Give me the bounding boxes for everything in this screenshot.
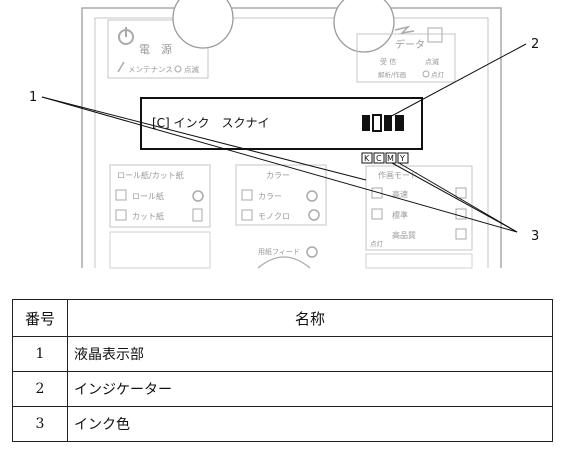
data-lit-label: 点灯 [431,70,445,79]
paper-group-title: ロール紙/カット紙 [117,170,184,180]
ink-color-labels: K C M Y [361,152,409,164]
maintenance-label: メンテナンス [128,65,173,74]
mode-fast-icon [455,187,467,199]
mode-standard-icon [455,208,467,220]
mono-button[interactable] [241,209,253,221]
maintenance-blink-label: 点滅 [184,64,199,74]
row-number: 1 [12,336,68,372]
row-number: 3 [12,406,68,442]
power-label: 電 源 [139,42,172,56]
printer-icon [427,27,443,43]
feed-label: 用紙フィード [258,247,300,256]
callout-lines [41,43,527,233]
mode-fast-label: 高速 [392,189,408,199]
row-number: 2 [12,371,68,407]
cut-paper-label: カット紙 [132,211,164,221]
color-group-title: カラー [266,171,290,180]
parts-table: 番号 名称 1 液晶表示部 2 インジケーター 3 インク色 [12,299,553,442]
mono-option-label: モノクロ [258,212,290,221]
callout-1: 1 [29,90,37,105]
palette-icon [306,190,318,202]
power-button[interactable] [172,0,234,49]
callout-3: 3 [531,229,539,244]
snowflake-icon [174,65,182,73]
cancel-button[interactable] [333,0,395,53]
data-lightning-icon [394,25,415,35]
column-header-number: 番号 [12,299,68,337]
roll-paper-label: ロール紙 [132,191,164,201]
ink-color-k: K [364,154,370,163]
data-label: データ [395,38,425,51]
callout-2: 2 [531,37,539,52]
mode-group-title: 作画モード [378,170,418,180]
power-icon [118,27,134,45]
mode-high-icon [455,228,467,240]
mode-fast-button[interactable] [371,187,383,199]
column-header-name: 名称 [67,299,553,337]
row-name: インク色 [67,406,553,442]
mode-standard-button[interactable] [371,208,383,220]
row-name: インジケーター [67,371,553,407]
lcd-message: [C] インク スクナイ [152,116,270,130]
mode-high-label: 高品質 [392,230,416,240]
ink-color-y: Y [399,154,405,163]
table-row: 1 液晶表示部 [12,336,553,372]
printer-control-panel-illustration: 電 源 メンテナンス 点滅 データ 受 信 点滅 解析/作画 点灯 [C] イン… [29,0,539,269]
cut-paper-button[interactable] [115,209,127,221]
mode-standard-label: 標準 [392,210,408,220]
mode-lit-note: 点灯 [370,239,384,248]
table-row: 3 インク色 [12,406,553,442]
data-receive-label: 受 信 [380,57,396,66]
row-name: 液晶表示部 [67,336,553,372]
color-option-label: カラー [258,192,282,201]
cut-sheet-icon [192,208,203,222]
feed-icon [306,246,318,258]
data-blink-label: 点滅 [425,57,439,66]
roll-icon [192,190,204,202]
mono-icon [308,209,320,221]
table-header-row: 番号 名称 [12,299,553,337]
table-row: 2 インジケーター [12,371,553,407]
color-button[interactable] [241,189,253,201]
ink-color-c: C [376,154,382,163]
ink-indicator [362,114,404,132]
ink-color-m: M [387,154,394,163]
wrench-icon [117,61,125,73]
cancel-label: 解析/作画 [378,70,406,79]
roll-paper-button[interactable] [115,189,127,201]
